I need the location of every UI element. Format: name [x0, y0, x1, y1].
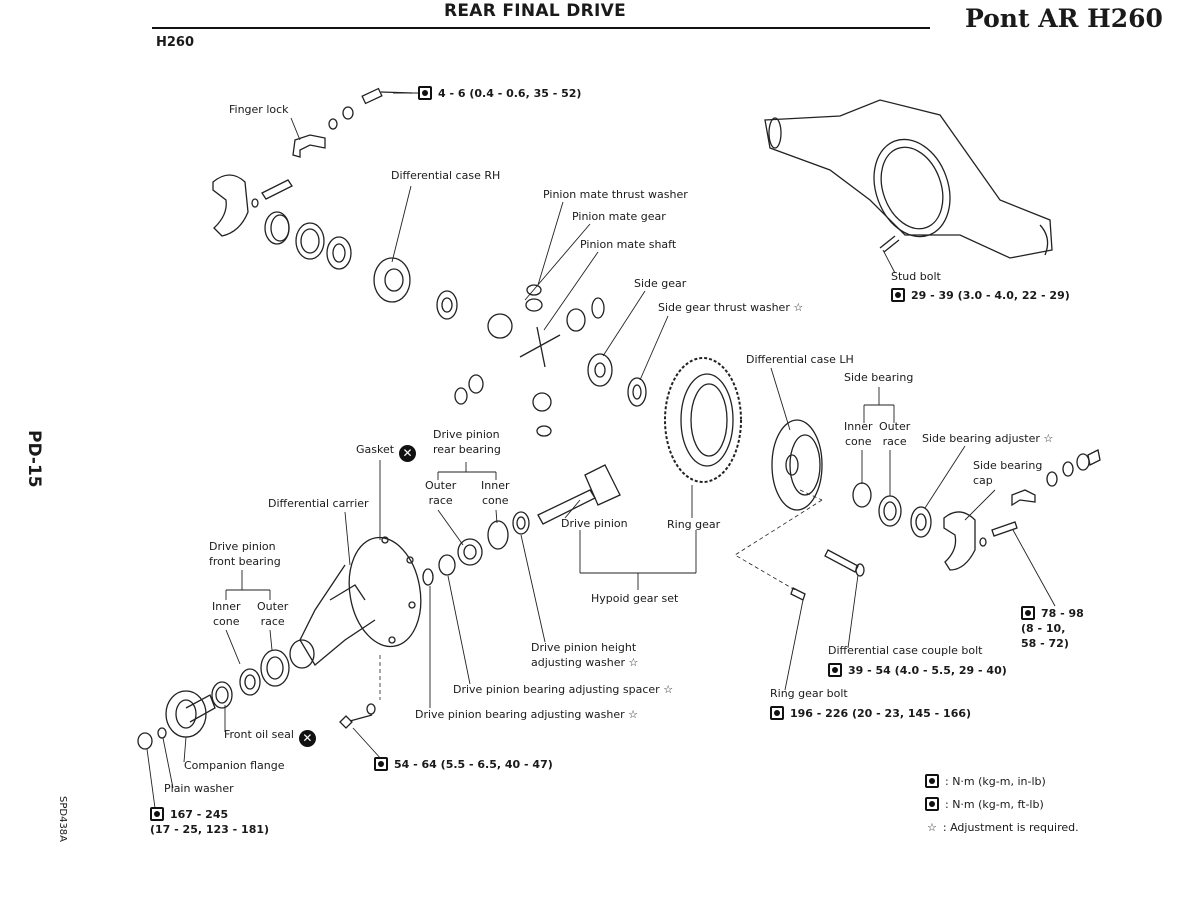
torque-ring-gear-bolt: 196 - 226 (20 - 23, 145 - 166) — [770, 706, 971, 721]
torque-finger-lock-bolt: 4 - 6 (0.4 - 0.6, 35 - 52) — [418, 86, 581, 101]
side-bearing-left — [264, 211, 352, 270]
ring-gear — [664, 357, 742, 483]
label-diff-case-couple-bolt: Differential case couple bolt — [828, 644, 983, 657]
label-side-gear-thrust-washer: Side gear thrust washer ☆ — [658, 301, 804, 314]
torque-carrier-bolt: 54 - 64 (5.5 - 6.5, 40 - 47) — [374, 757, 553, 772]
adjustment-star-icon: ☆ — [927, 821, 937, 834]
legend-ft-lb: : N·m (kg-m, ft-lb) — [925, 797, 1044, 812]
torque-pinion-nut: 167 - 245 (17 - 25, 123 - 181) — [150, 807, 270, 836]
torque-wrench-icon — [418, 86, 432, 100]
label-ring-gear-bolt: Ring gear bolt — [770, 687, 848, 700]
label-dp-bearing-adjusting-spacer: Drive pinion bearing adjusting spacer ☆ — [453, 683, 674, 696]
side-bearing-right — [852, 482, 932, 538]
label-ring-gear: Ring gear — [667, 518, 721, 531]
drive-pinion — [422, 464, 621, 586]
label-side-bearing-cap: Side bearing cap — [973, 459, 1043, 487]
label-outer-race-mid: Outer race — [425, 479, 457, 507]
label-inner-cone-mid: Inner cone — [481, 479, 510, 507]
label-diff-case-rh: Differential case RH — [391, 169, 501, 182]
torque-wrench-icon — [150, 807, 164, 821]
side-gear — [587, 353, 647, 407]
legend-adjustment: ☆: Adjustment is required. — [927, 821, 1079, 834]
label-inner-cone-left: Inner cone — [212, 600, 241, 628]
differential-carrier — [299, 536, 422, 666]
label-dp-height-adjusting-washer: Drive pinion height adjusting washer ☆ — [531, 641, 639, 669]
label-outer-race-right: Outer race — [879, 420, 911, 448]
label-pinion-mate-shaft: Pinion mate shaft — [580, 238, 677, 251]
label-pinion-mate-thrust-washer: Pinion mate thrust washer — [543, 188, 688, 201]
axle-housing — [764, 99, 1053, 259]
finger-lock — [292, 134, 326, 158]
label-gasket: Gasket✕ — [356, 442, 417, 462]
torque-wrench-icon — [828, 663, 842, 677]
torque-cap-bolt: 78 - 98 (8 - 10, 58 - 72) — [1021, 606, 1084, 650]
brand-note: Pont AR H260 — [965, 4, 1163, 33]
torque-wrench-icon — [925, 774, 939, 788]
label-outer-race-left: Outer race — [257, 600, 289, 628]
label-pinion-mate-gear: Pinion mate gear — [572, 210, 666, 223]
label-drive-pinion-rear-bearing: Drive pinion rear bearing — [433, 428, 501, 456]
title-rule — [152, 27, 930, 29]
label-dp-bearing-adjusting-washer: Drive pinion bearing adjusting washer ☆ — [415, 708, 638, 721]
torque-wrench-icon — [1021, 606, 1035, 620]
label-drive-pinion: Drive pinion — [561, 517, 628, 530]
label-differential-carrier: Differential carrier — [268, 497, 369, 510]
torque-stud-bolt: 29 - 39 (3.0 - 4.0, 22 - 29) — [891, 288, 1070, 303]
replace-part-icon: ✕ — [298, 730, 316, 747]
front-bearing-and-flange — [137, 639, 315, 750]
label-inner-cone-right: Inner cone — [844, 420, 873, 448]
torque-wrench-icon — [770, 706, 784, 720]
side-bearing-cap-right — [943, 449, 1101, 571]
differential-case-rh — [373, 257, 458, 320]
label-side-bearing: Side bearing — [844, 371, 914, 384]
case-bolts — [790, 549, 865, 601]
torque-wrench-icon — [891, 288, 905, 302]
model-code: H260 — [156, 35, 195, 50]
label-hypoid-gear-set: Hypoid gear set — [591, 592, 679, 605]
finger-lock-bolt — [328, 87, 413, 130]
label-finger-lock: Finger lock — [229, 103, 289, 116]
label-diff-case-lh: Differential case LH — [746, 353, 854, 366]
label-side-gear: Side gear — [634, 277, 687, 290]
label-side-bearing-adjuster: Side bearing adjuster ☆ — [922, 432, 1054, 445]
differential-case-lh — [771, 419, 823, 511]
torque-wrench-icon — [925, 797, 939, 811]
label-front-oil-seal: Front oil seal✕ — [224, 727, 316, 747]
replace-part-icon: ✕ — [399, 445, 417, 462]
label-plain-washer: Plain washer — [164, 782, 234, 795]
label-drive-pinion-front-bearing: Drive pinion front bearing — [209, 540, 281, 568]
pinion-mate-set — [454, 284, 605, 437]
label-stud-bolt: Stud bolt — [891, 270, 941, 283]
carrier-bolt — [339, 703, 376, 729]
legend-in-lb: : N·m (kg-m, in-lb) — [925, 774, 1046, 789]
label-companion-flange: Companion flange — [184, 759, 285, 772]
torque-couple-bolt: 39 - 54 (4.0 - 5.5, 29 - 40) — [828, 663, 1007, 678]
page-title: REAR FINAL DRIVE — [444, 1, 627, 21]
side-bearing-cap-left — [212, 174, 293, 237]
torque-wrench-icon — [374, 757, 388, 771]
